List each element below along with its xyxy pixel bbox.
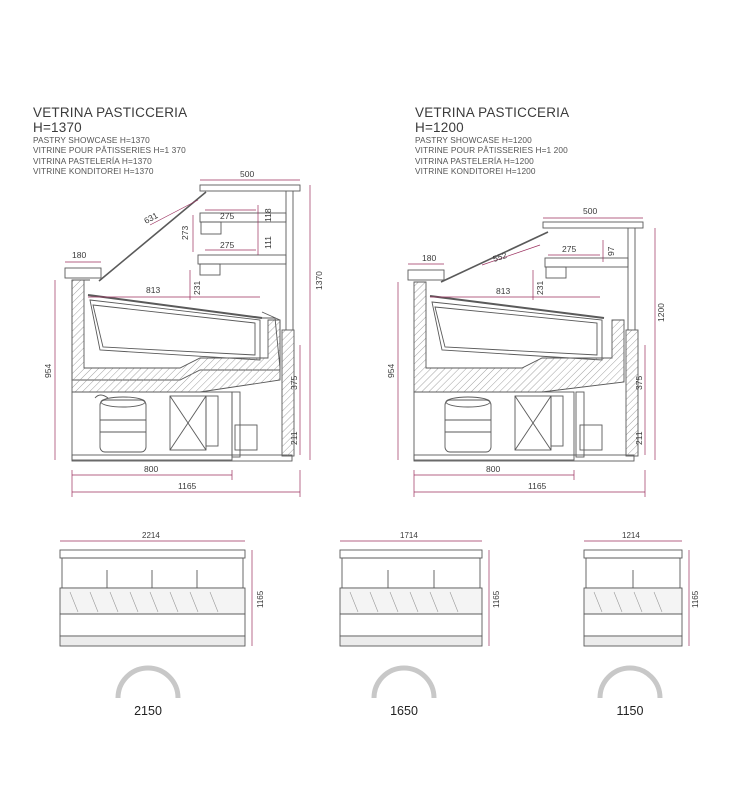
dim-left-shelf2: 275 [220,240,234,250]
badge-2150: 2150 [108,686,188,738]
badge-arc-2150 [115,665,181,699]
dimension-labels-right: 500 552 275 97 180 813 231 1200 954 375 … [386,206,666,491]
dim-right-180: 180 [422,253,436,263]
subtitle-left-de: VITRINE KONDITOREI H=1370 [33,166,154,177]
badge-label-1150: 1150 [616,704,644,718]
size-badges [115,665,663,699]
header-left: VETRINA PASTICCERIA H=1370 PASTRY SHOWCA… [33,105,187,177]
dim-left-180: 180 [72,250,86,260]
dim-left-total-h: 1370 [314,271,324,290]
dim-left-375: 375 [289,376,299,390]
badge-label-1650: 1650 [390,704,418,718]
dim-left-813: 813 [146,285,160,295]
dim-left-800: 800 [144,464,158,474]
front-3-height: 1165 [691,590,700,608]
header-right: VETRINA PASTICCERIA H=1200 PASTRY SHOWCA… [415,105,569,177]
badge-1650: 1650 [364,686,444,738]
dim-left-top: 500 [240,169,254,179]
front-dimension-labels: 2214 1165 1714 1165 1214 1165 [142,531,700,608]
dim-right-375: 375 [634,376,644,390]
front-3-width: 1214 [622,531,640,540]
subtitle-left-en: PASTRY SHOWCASE H=1370 [33,135,150,145]
badge-arc-1650 [371,665,437,699]
section-drawing-right [407,221,644,462]
dim-left-118: 118 [263,208,273,222]
front-view-2150 [59,540,253,647]
dim-left-glass: 631 [142,210,159,226]
subtitle-right-en: PASTRY SHOWCASE H=1200 [415,135,532,145]
subtitle-right-fr: VITRINE POUR PÂTISSERIES H=1 200 [415,145,568,156]
front-2-height: 1165 [492,590,501,608]
dim-right-97: 97 [606,246,616,256]
badge-label-2150: 2150 [134,704,162,718]
dim-left-111: 111 [263,236,273,249]
front-view-1650 [339,540,490,647]
section-drawing-left [64,184,301,462]
dim-right-813: 813 [496,286,510,296]
height-left: H=1370 [33,120,82,135]
dim-left-1165: 1165 [178,481,197,491]
dim-left-273: 273 [180,226,190,240]
dim-left-shelf1: 275 [220,211,234,221]
title-right: VETRINA PASTICCERIA [415,105,570,120]
dim-right-231: 231 [535,281,545,295]
dim-left-954: 954 [43,364,53,378]
dim-right-total-h: 1200 [656,303,666,322]
height-right: H=1200 [415,120,464,135]
dim-left-211: 211 [289,431,299,445]
subtitle-right-de: VITRINE KONDITOREI H=1200 [415,166,536,177]
subtitle-right-es: VITRINA PASTELERÍA H=1200 [415,155,534,166]
subtitle-left-fr: VITRINE POUR PÂTISSERIES H=1 370 [33,145,186,156]
subtitle-left-es: VITRINA PASTELERÍA H=1370 [33,155,152,166]
front-2-width: 1714 [400,531,418,540]
badge-arc-1150 [597,665,663,699]
dimension-lines-right [397,217,656,497]
dim-right-800: 800 [486,464,500,474]
dim-right-shelf: 275 [562,244,576,254]
front-view-1150 [583,540,690,647]
front-1-width: 2214 [142,531,160,540]
title-left: VETRINA PASTICCERIA [33,105,188,120]
dim-right-954: 954 [386,364,396,378]
dim-right-top: 500 [583,206,597,216]
front-1-height: 1165 [256,590,265,608]
dim-right-211: 211 [634,431,644,445]
badge-1150: 1150 [590,686,670,738]
dimension-labels-left: 500 631 275 275 273 118 111 180 813 231 … [43,169,324,491]
dim-left-231: 231 [192,281,202,295]
dim-right-1165: 1165 [528,481,547,491]
dim-right-glass: 552 [492,250,509,264]
dimension-lines-left [54,179,311,497]
